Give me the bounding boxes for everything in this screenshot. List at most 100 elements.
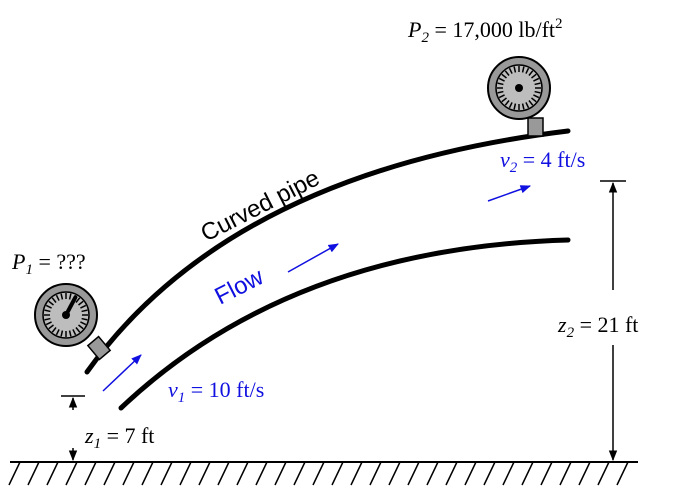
gauge-tick xyxy=(68,293,72,300)
gauge-tick xyxy=(525,67,530,74)
curved-pipe xyxy=(84,128,571,411)
hatch-mark xyxy=(521,461,534,486)
hatch-mark xyxy=(597,461,610,486)
ground xyxy=(8,461,638,486)
gauge-tick xyxy=(45,321,52,326)
gauge-tick xyxy=(497,82,504,86)
flow-label: Flow xyxy=(210,263,268,310)
hatch-mark xyxy=(160,461,173,486)
hatch-mark xyxy=(274,461,287,486)
hatch-mark xyxy=(350,461,363,486)
gauge-tick xyxy=(501,73,507,79)
hatch-mark xyxy=(369,461,382,486)
hatch-mark xyxy=(331,461,344,486)
pipe-upper-wall xyxy=(84,128,571,375)
z1-label: z1 = 7 ft xyxy=(84,423,154,452)
gauge-hub xyxy=(62,311,70,319)
gauge-tick xyxy=(521,103,525,110)
gauge-tick xyxy=(78,324,84,330)
gauge-tick xyxy=(72,329,77,336)
hatch-mark xyxy=(198,461,211,486)
gauge-tick xyxy=(531,97,537,103)
hatch-mark xyxy=(483,461,496,486)
gauge-tick xyxy=(51,297,57,303)
gauge-tick xyxy=(80,321,87,326)
pressure-gauge-2 xyxy=(487,56,551,137)
gauge-tick xyxy=(498,94,505,99)
hatch-mark xyxy=(103,461,116,486)
gauge-tick xyxy=(45,304,52,309)
gauge-tick xyxy=(75,297,81,303)
gauge-tick xyxy=(498,77,505,82)
hatch-mark xyxy=(293,461,306,486)
z2-dimension xyxy=(600,180,626,462)
ground-hatching xyxy=(8,461,629,486)
hatch-mark xyxy=(559,461,572,486)
gauge-tick xyxy=(521,66,525,73)
gauge-tick xyxy=(528,70,534,76)
gauge-tick xyxy=(501,97,507,103)
gauge-tick xyxy=(508,67,513,74)
hatch-mark xyxy=(84,461,97,486)
gauge-tick xyxy=(60,330,64,337)
pipe-lower-wall xyxy=(118,237,571,411)
gauge-tick xyxy=(48,300,54,306)
hatch-mark xyxy=(616,461,629,486)
hatch-mark xyxy=(122,461,135,486)
hatch-mark xyxy=(540,461,553,486)
z2-label: z2 = 21 ft xyxy=(557,312,638,341)
gauge-tick xyxy=(48,324,54,330)
gauge-tick xyxy=(533,77,540,82)
hatch-mark xyxy=(312,461,325,486)
hatch-mark xyxy=(578,461,591,486)
gauge-1-stem xyxy=(86,335,112,361)
gauge-tick xyxy=(531,73,537,79)
hatch-mark xyxy=(217,461,230,486)
p2-label: P2 = 17,000 lb/ft2 xyxy=(407,16,563,46)
hatch-mark xyxy=(464,461,477,486)
gauge-tick xyxy=(68,330,72,337)
gauge-tick xyxy=(508,102,513,109)
v1-label: v1 = 10 ft/s xyxy=(168,377,264,406)
hatch-mark xyxy=(426,461,439,486)
gauge-tick xyxy=(44,317,51,321)
z1-dimension xyxy=(61,395,85,462)
gauge-tick xyxy=(504,100,510,106)
hatch-mark xyxy=(236,461,249,486)
gauge-tick xyxy=(81,309,88,313)
gauge-hub xyxy=(515,84,523,92)
gauge-tick xyxy=(497,90,504,94)
flow-arrow-inlet xyxy=(102,354,142,392)
gauge-tick xyxy=(55,329,60,336)
hatch-mark xyxy=(46,461,59,486)
hatch-mark xyxy=(65,461,78,486)
gauge-tick xyxy=(504,70,510,76)
gauge-tick xyxy=(533,94,540,99)
gauge-tick xyxy=(51,327,57,333)
pressure-gauge-icon xyxy=(34,283,98,347)
v2-label: v2 = 4 ft/s xyxy=(500,147,585,176)
gauge-tick xyxy=(78,300,84,306)
hatch-mark xyxy=(141,461,154,486)
hatch-mark xyxy=(255,461,268,486)
hatch-mark xyxy=(388,461,401,486)
gauge-tick xyxy=(534,90,541,94)
hatch-mark xyxy=(407,461,420,486)
p1-label: P1 = ??? xyxy=(11,249,86,278)
gauge-tick xyxy=(81,317,88,321)
gauge-tick xyxy=(513,66,517,73)
pressure-gauge-1 xyxy=(34,283,112,361)
gauge-tick xyxy=(75,327,81,333)
gauge-tick xyxy=(60,293,64,300)
gauge-tick xyxy=(44,309,51,313)
gauge-tick xyxy=(513,103,517,110)
flow-arrow-outlet xyxy=(487,185,531,202)
hatch-mark xyxy=(8,461,21,486)
curved-pipe-label: Curved pipe xyxy=(196,165,324,248)
gauge-tick xyxy=(55,294,60,301)
gauge-tick xyxy=(525,102,530,109)
flow-arrow-middle xyxy=(287,243,339,273)
hatch-mark xyxy=(27,461,40,486)
